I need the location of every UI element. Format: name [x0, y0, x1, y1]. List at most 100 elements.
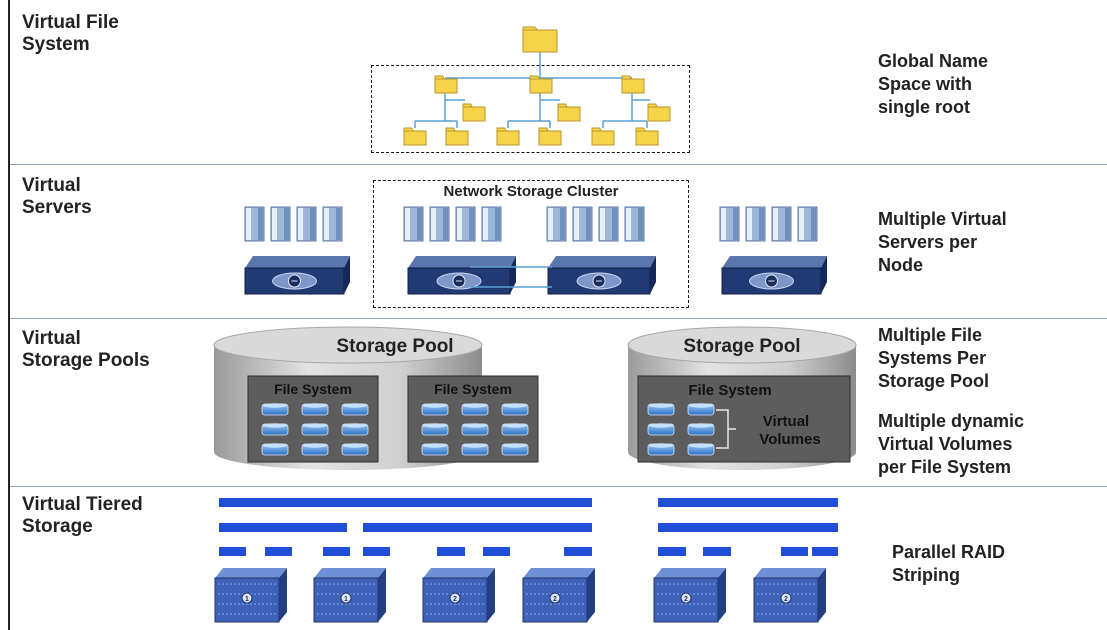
volume-disk-icon: [501, 443, 529, 456]
volume-disk-icon: [461, 423, 489, 436]
raid-stripe: [812, 547, 838, 556]
volume-disk-icon: [421, 443, 449, 456]
folder-icon: [557, 103, 581, 122]
volume-disk-icon: [261, 443, 289, 456]
storage-pool-2-title: Storage Pool: [683, 336, 800, 357]
tier-label-virtual-tiered-storage: Virtual Tiered Storage: [22, 494, 143, 537]
raid-stripe: [703, 547, 731, 556]
raid-stripe: [658, 498, 838, 507]
storage-pool-1-title: Storage Pool: [336, 336, 453, 357]
volume-disk-icon: [647, 443, 675, 456]
network-storage-cluster-title: Network Storage Cluster: [443, 183, 619, 200]
node-appliance-icon: [244, 256, 350, 295]
volume-disk-icon: [647, 403, 675, 416]
tier-label-virtual-storage-pools: Virtual Storage Pools: [22, 328, 150, 371]
volume-disk-icon: [261, 403, 289, 416]
volume-disk-icon: [501, 403, 529, 416]
tier-label-virtual-servers: Virtual Servers: [22, 175, 92, 218]
folder-icon: [591, 127, 615, 146]
file-system-label: File System: [274, 381, 352, 397]
raid-array-icon: 2: [522, 568, 595, 623]
raid-stripe: [658, 523, 838, 532]
server-tower-icon: [624, 206, 645, 242]
raid-stripe: [323, 547, 350, 556]
raid-number: 1: [245, 596, 249, 603]
tree-folders: [403, 26, 671, 146]
volume-disk-icon: [301, 403, 329, 416]
server-tower-icon: [455, 206, 476, 242]
tier-separator: [10, 318, 1107, 319]
volume-disk-icon: [421, 423, 449, 436]
server-tower-icon: [270, 206, 291, 242]
file-system-label: File System: [688, 382, 771, 399]
node-appliance-icon: [407, 256, 516, 295]
raid-number: 1: [344, 596, 348, 603]
file-system-label: File System: [434, 381, 512, 397]
volume-disk-icon: [687, 423, 715, 436]
server-tower-icon: [719, 206, 740, 242]
tier-label-virtual-file-system: Virtual File System: [22, 12, 119, 55]
volume-disk-icon: [461, 403, 489, 416]
server-tower-icon: [322, 206, 343, 242]
server-tower-icon: [429, 206, 450, 242]
folder-icon: [621, 75, 645, 94]
volume-disk-icon: [461, 443, 489, 456]
raid-stripe: [363, 523, 592, 532]
server-tower-icon: [771, 206, 792, 242]
volume-disk-icon: [341, 443, 369, 456]
raid-stripe: [219, 547, 246, 556]
folder-icon: [635, 127, 659, 146]
volume-disk-icon: [687, 403, 715, 416]
volume-disk-icon: [501, 423, 529, 436]
raid-array-icon: 1: [313, 568, 386, 623]
raid-number: 2: [784, 596, 788, 603]
volume-disk-icon: [421, 403, 449, 416]
raid-number: 2: [684, 596, 688, 603]
server-tower-icon: [797, 206, 818, 242]
server-tower-icon: [598, 206, 619, 242]
raid-number: 2: [553, 596, 557, 603]
tier-separator: [10, 486, 1107, 487]
raid-array-icon: 1: [214, 568, 287, 623]
server-tower-icon: [572, 206, 593, 242]
folder-icon: [529, 75, 553, 94]
raid-stripe: [219, 498, 592, 507]
description-multiple-file-systems: Multiple File Systems Per Storage Pool: [878, 325, 990, 391]
network-storage-cluster-box: [373, 180, 689, 308]
volume-disk-icon: [341, 403, 369, 416]
server-tower-icon: [546, 206, 567, 242]
raid-stripe: [219, 523, 347, 532]
raid-stripe: [658, 547, 686, 556]
description-multiple-virtual-volumes: Multiple dynamic Virtual Volumes per Fil…: [878, 411, 1025, 477]
volume-disk-icon: [301, 443, 329, 456]
volume-disk-icon: [687, 443, 715, 456]
node-appliance-icon: [547, 256, 656, 295]
left-border: [8, 0, 10, 630]
raid-array-icon: 2: [422, 568, 495, 623]
folder-icon: [538, 127, 562, 146]
node-appliance-icon: [721, 256, 827, 295]
raid-stripe: [265, 547, 292, 556]
description-parallel-raid-striping: Parallel RAID Striping: [892, 542, 1006, 585]
raid-array-icon: 2: [653, 568, 726, 623]
folder-icon: [462, 103, 486, 122]
raid-stripe: [781, 547, 808, 556]
folder-icon: [496, 127, 520, 146]
folder-icon: [434, 75, 458, 94]
server-tower-icon: [481, 206, 502, 242]
server-tower-icon: [403, 206, 424, 242]
volumes-bracket: [716, 409, 736, 449]
volume-disk-icon: [301, 423, 329, 436]
root-folder-icon: [522, 26, 558, 53]
raid-array-icon: 2: [753, 568, 826, 623]
tier-separator: [10, 164, 1107, 165]
description-global-name-space: Global Name Space with single root: [878, 51, 989, 117]
tree-connectors: [414, 52, 650, 128]
folder-icon: [445, 127, 469, 146]
namespace-tree-box: [371, 65, 690, 153]
